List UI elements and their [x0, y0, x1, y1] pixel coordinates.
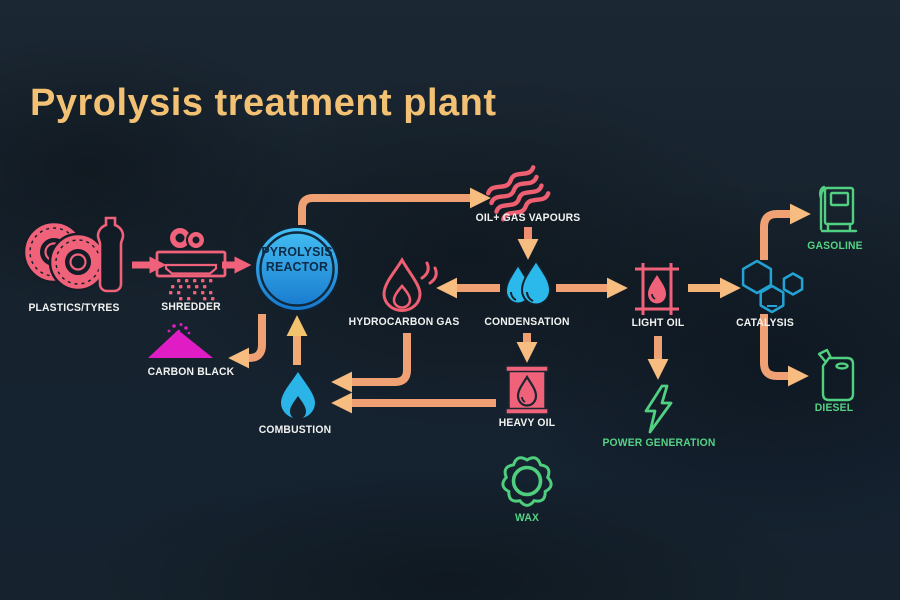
shredder-icon — [155, 226, 227, 301]
label-plastics-tyres: PLASTICS/TYRES — [28, 302, 120, 314]
tyres-and-bottle-icon — [22, 216, 125, 293]
label-catalysis: CATALYSIS — [736, 317, 794, 329]
label-heavy-oil: HEAVY OIL — [498, 417, 556, 429]
arrow-catalysis-to-gasoline — [760, 203, 811, 260]
plastic-bottle-icon — [96, 216, 125, 293]
label-diesel: DIESEL — [814, 402, 854, 414]
powder-pile-icon — [148, 323, 213, 358]
droplets-icon — [504, 259, 552, 306]
label-power-generation: POWER GENERATION — [602, 437, 716, 449]
arrow-hydrocarbon-to-combustion — [331, 333, 411, 393]
wax-seal-path — [501, 456, 553, 507]
label-condensation: CONDENSATION — [484, 316, 570, 328]
shredder-dots — [169, 279, 215, 301]
label-carbon-black: CARBON BLACK — [147, 366, 235, 378]
reactor-circle — [254, 226, 340, 312]
arrow-catalysis-to-diesel — [760, 314, 809, 387]
oil-barrel-icon — [505, 365, 549, 415]
jerry-can-icon — [817, 348, 855, 402]
fuel-pump-icon — [819, 185, 858, 233]
reactor-label: PYROLYSIS REACTOR — [261, 244, 333, 274]
vapour-waves-icon — [485, 165, 551, 222]
arrow-reactor-to-vapours — [298, 187, 491, 225]
label-hydrocarbon-gas: HYDROCARBON GAS — [348, 316, 460, 328]
label-light-oil: LIGHT OIL — [631, 317, 685, 329]
arrow-reactor-to-carbon-black — [228, 314, 266, 369]
label-wax: WAX — [514, 512, 540, 524]
label-oil-gas-vapours: OIL+ GAS VAPOURS — [475, 212, 581, 224]
label-gasoline: GASOLINE — [807, 240, 863, 252]
wax-seal-icon — [501, 456, 553, 507]
flame-outline-icon — [382, 257, 438, 312]
hexagons-icon — [741, 259, 804, 314]
oil-drum-outline-icon — [635, 263, 679, 315]
page-title: Pyrolysis treatment plant — [30, 82, 497, 124]
label-combustion: COMBUSTION — [258, 424, 332, 436]
lightning-bolt-icon — [644, 384, 673, 434]
label-shredder: SHREDDER — [161, 301, 221, 313]
blue-flame-icon — [281, 372, 315, 420]
